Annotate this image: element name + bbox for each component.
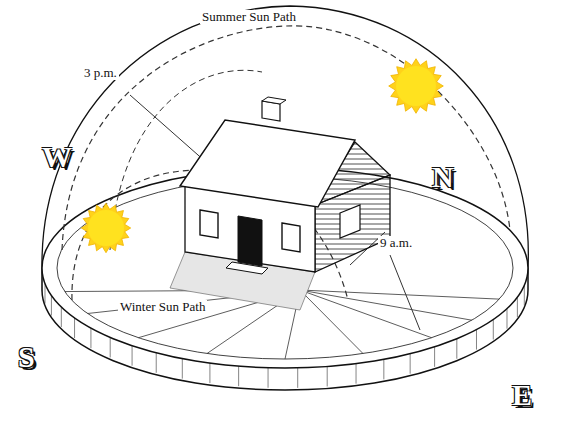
rim-tick [61,307,62,327]
rim-tick [238,366,239,386]
compass-letter: W [40,140,74,173]
path-label: Winter Sun Path [118,300,207,314]
rim-tick [517,297,518,317]
rim-tick [493,320,494,340]
front-door [238,216,262,266]
end-window [340,205,360,238]
rim-tick [90,328,91,348]
rim-tick [456,339,457,359]
rim-tick [434,347,435,367]
rim-tick [209,363,210,383]
front-window [200,210,218,238]
compass-letter: N [430,160,456,193]
rim-tick [74,318,75,338]
compass-letter: E [510,378,534,411]
rim-tick [383,359,384,379]
path-label: Summer Sun Path [200,10,298,24]
path-label: 9 a.m. [378,236,414,250]
door-step [226,262,268,274]
sun [81,203,130,252]
chimney-top [262,97,286,104]
hour-line [300,290,432,338]
house-roof [180,120,355,207]
sun [389,59,444,114]
rim-tick [182,359,183,379]
rim-tick [524,285,525,305]
rim-tick [476,330,477,350]
9am-line [390,255,420,330]
rim-tick [268,368,269,388]
rim-tick [51,296,52,316]
rim-tick [356,364,357,384]
rim-tick [156,353,157,373]
sun-rays [389,59,444,114]
rim-tick [110,337,111,357]
sun-disc [396,66,436,106]
rim-tick [297,368,298,388]
suns [81,59,443,253]
rim-tick [44,284,45,304]
front-window [282,223,300,252]
rim-tick [327,366,328,386]
hour-line [300,290,363,354]
hour-line [300,290,499,299]
rim-tick [506,309,507,329]
path-label: 3 p.m. [82,66,119,80]
sun-rays [81,203,130,252]
rim-tick [410,354,411,374]
rim-tick [132,346,133,366]
disc-inner-ring [57,177,513,359]
sun-disc [88,210,124,246]
compass-letter: S [16,340,37,373]
